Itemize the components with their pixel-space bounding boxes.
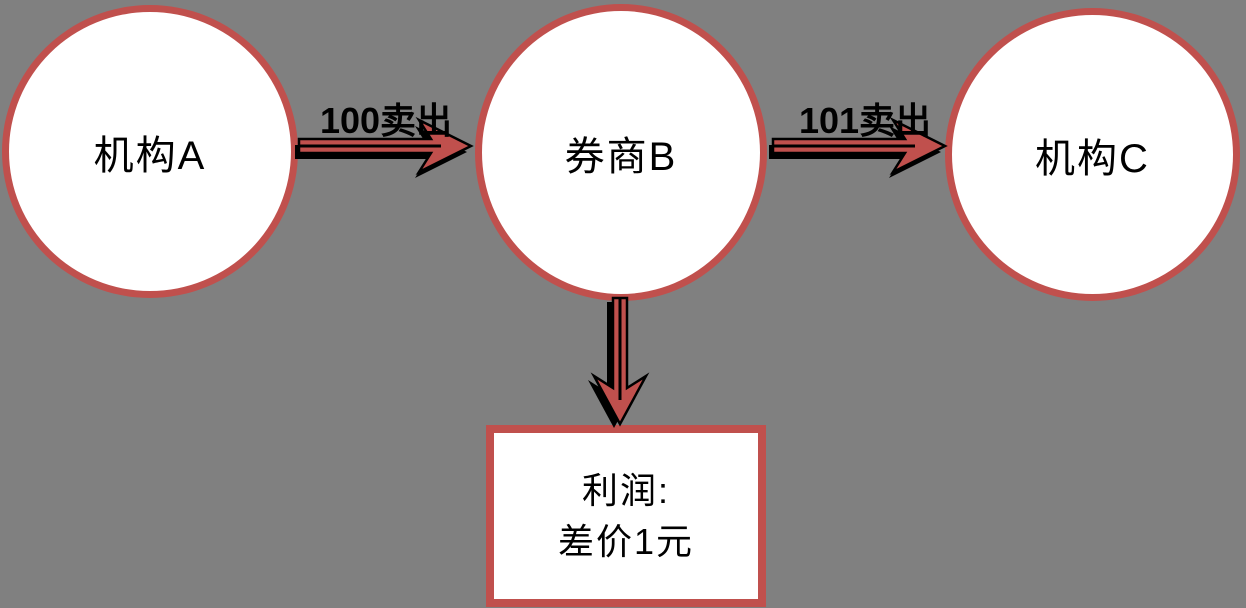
node-label-institution-c: 机构C — [1035, 136, 1150, 181]
edge-label-100-sell: 100卖出 — [319, 100, 453, 141]
node-institution-a: 机构A — [2, 5, 298, 298]
arrow-a-to-b — [295, 116, 474, 178]
profit-box-line1: 利润: — [581, 469, 670, 511]
node-broker-b: 券商B — [475, 4, 767, 301]
arrow-b-to-c — [769, 116, 948, 178]
node-label-institution-a: 机构A — [93, 133, 207, 178]
node-label-broker-b: 券商B — [564, 134, 678, 179]
node-institution-c: 机构C — [945, 8, 1240, 301]
profit-box-line2: 差价1元 — [557, 521, 695, 562]
edge-label-101-sell: 101卖出 — [798, 100, 932, 141]
profit-box: 利润: 差价1元 — [486, 425, 766, 607]
arrow-b-to-profit — [588, 296, 650, 428]
